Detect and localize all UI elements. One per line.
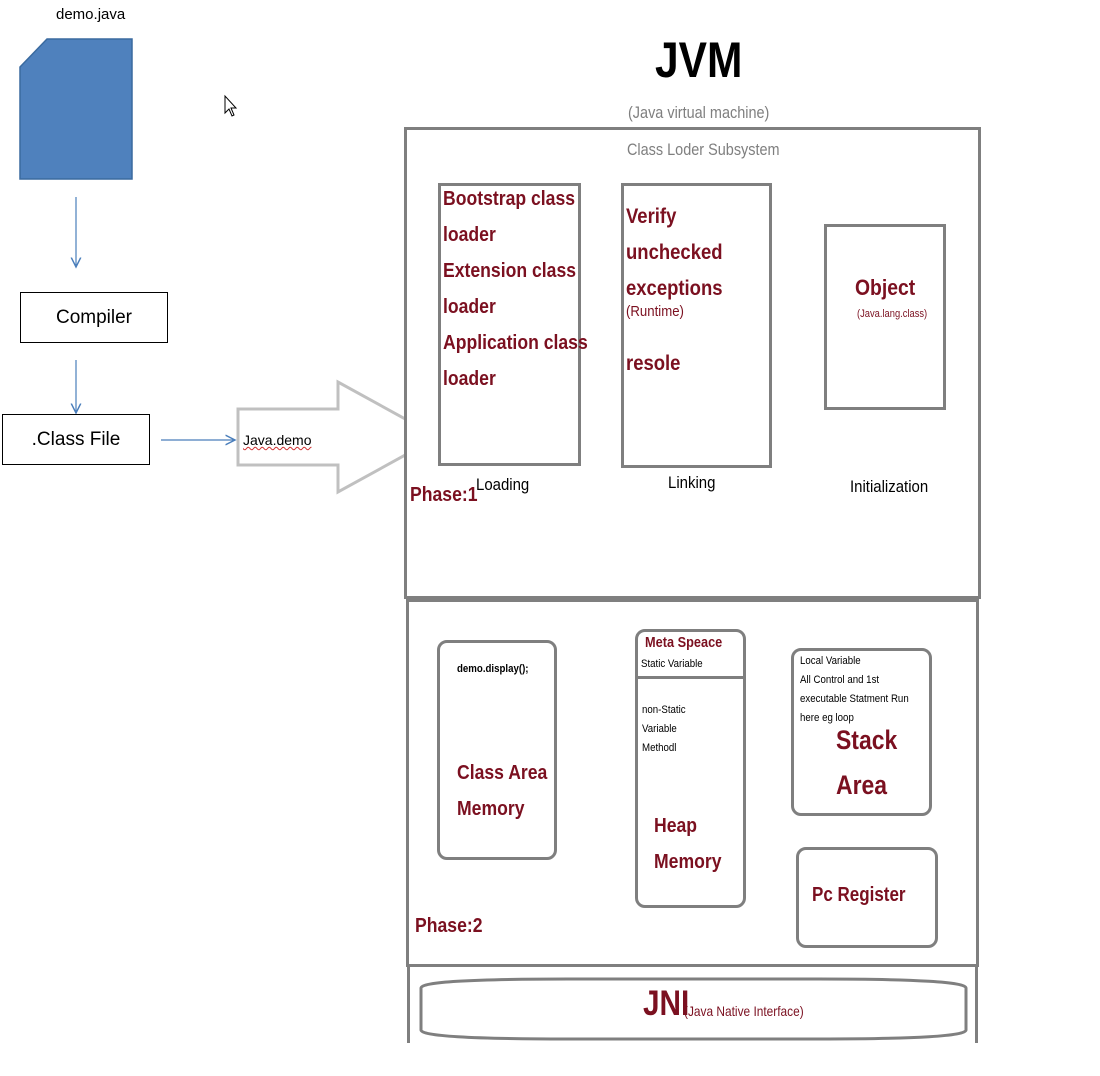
source-file-label: demo.java <box>56 6 126 23</box>
stack-note-2: All Control and 1st <box>800 674 880 686</box>
application-loader-line1: Application class <box>443 332 588 354</box>
object-subtitle: (Java.lang.class) <box>857 308 928 320</box>
stack-note-1: Local Variable <box>800 655 861 667</box>
meta-space-sub: Static Variable <box>641 658 703 670</box>
heap-title-line2: Memory <box>654 851 722 873</box>
stack-note-4: here eg loop <box>800 712 854 724</box>
heap-title: Heap Memory <box>654 808 731 880</box>
phase2-label: Phase:2 <box>415 915 483 937</box>
linking-box <box>621 183 772 468</box>
loading-label: Loading <box>476 475 530 494</box>
heap-note-3: Methodl <box>642 742 677 754</box>
pc-register-label: Pc Register <box>812 884 906 906</box>
initialization-box <box>824 224 946 410</box>
heap-note-1: non-Static <box>642 704 686 716</box>
class-area-code: demo.display(); <box>457 663 529 675</box>
linking-runtime: (Runtime) <box>626 303 684 320</box>
linking-line-unchecked: unchecked <box>626 241 723 264</box>
stack-title-line1: Stack <box>836 725 898 755</box>
heap-box <box>635 629 746 908</box>
linking-line-verify: Verify <box>626 205 677 228</box>
pc-register-box <box>796 847 938 948</box>
class-loader-heading: Class Loder Subsystem <box>627 140 780 159</box>
class-area-title-line2: Memory <box>457 798 525 820</box>
big-arrow-shape <box>236 379 442 495</box>
linking-content: Verify unchecked exceptions (Runtime) re… <box>626 199 736 382</box>
jni-title: JNI <box>643 984 690 1023</box>
stack-note-3: executable Statment Run <box>800 693 909 705</box>
input-label: Java.demo <box>243 432 312 448</box>
application-loader-line2: loader <box>443 368 496 390</box>
flow-arrows <box>0 94 238 480</box>
jvm-subtitle: (Java virtual machine) <box>628 103 770 122</box>
class-file-box: .Class File <box>2 414 150 465</box>
stack-box <box>791 648 932 816</box>
linking-resolve: resole <box>626 352 681 375</box>
bootstrap-loader-line1: Bootstrap class <box>443 188 576 210</box>
jvm-title: JVM <box>655 32 743 88</box>
heap-title-line1: Heap <box>654 815 698 837</box>
class-area-title: Class Area Memory <box>457 755 560 827</box>
stack-notes: Local Variable All Control and 1st execu… <box>800 652 924 728</box>
linking-label: Linking <box>668 473 716 492</box>
jni-subtitle: (Java Native Interface) <box>684 1003 804 1019</box>
heap-notes: non-Static Variable Methodl <box>642 701 692 758</box>
meta-space-title: Meta Speace <box>645 634 723 651</box>
loading-items: Bootstrap class loader Extension class l… <box>443 181 608 397</box>
jni-cylinder <box>419 977 968 1041</box>
class-file-label: .Class File <box>31 428 121 450</box>
object-title: Object <box>855 275 916 300</box>
extension-loader-line1: Extension class <box>443 260 577 282</box>
jni-left-border <box>407 966 410 1043</box>
stack-title-line2: Area <box>836 770 888 800</box>
phase1-label: Phase:1 <box>410 484 478 506</box>
loading-box <box>438 183 581 466</box>
heap-note-2: Variable <box>642 723 677 735</box>
compiler-label: Compiler <box>55 306 133 328</box>
meta-space-divider <box>637 676 744 679</box>
bootstrap-loader-line2: loader <box>443 224 496 246</box>
initialization-label: Initialization <box>850 477 929 496</box>
class-area-box <box>437 640 557 860</box>
extension-loader-line2: loader <box>443 296 496 318</box>
class-area-title-line1: Class Area <box>457 762 548 784</box>
compiler-box: Compiler <box>20 292 168 343</box>
linking-line-exceptions: exceptions <box>626 277 723 300</box>
jni-right-border <box>975 966 978 1043</box>
document-icon <box>19 38 133 180</box>
